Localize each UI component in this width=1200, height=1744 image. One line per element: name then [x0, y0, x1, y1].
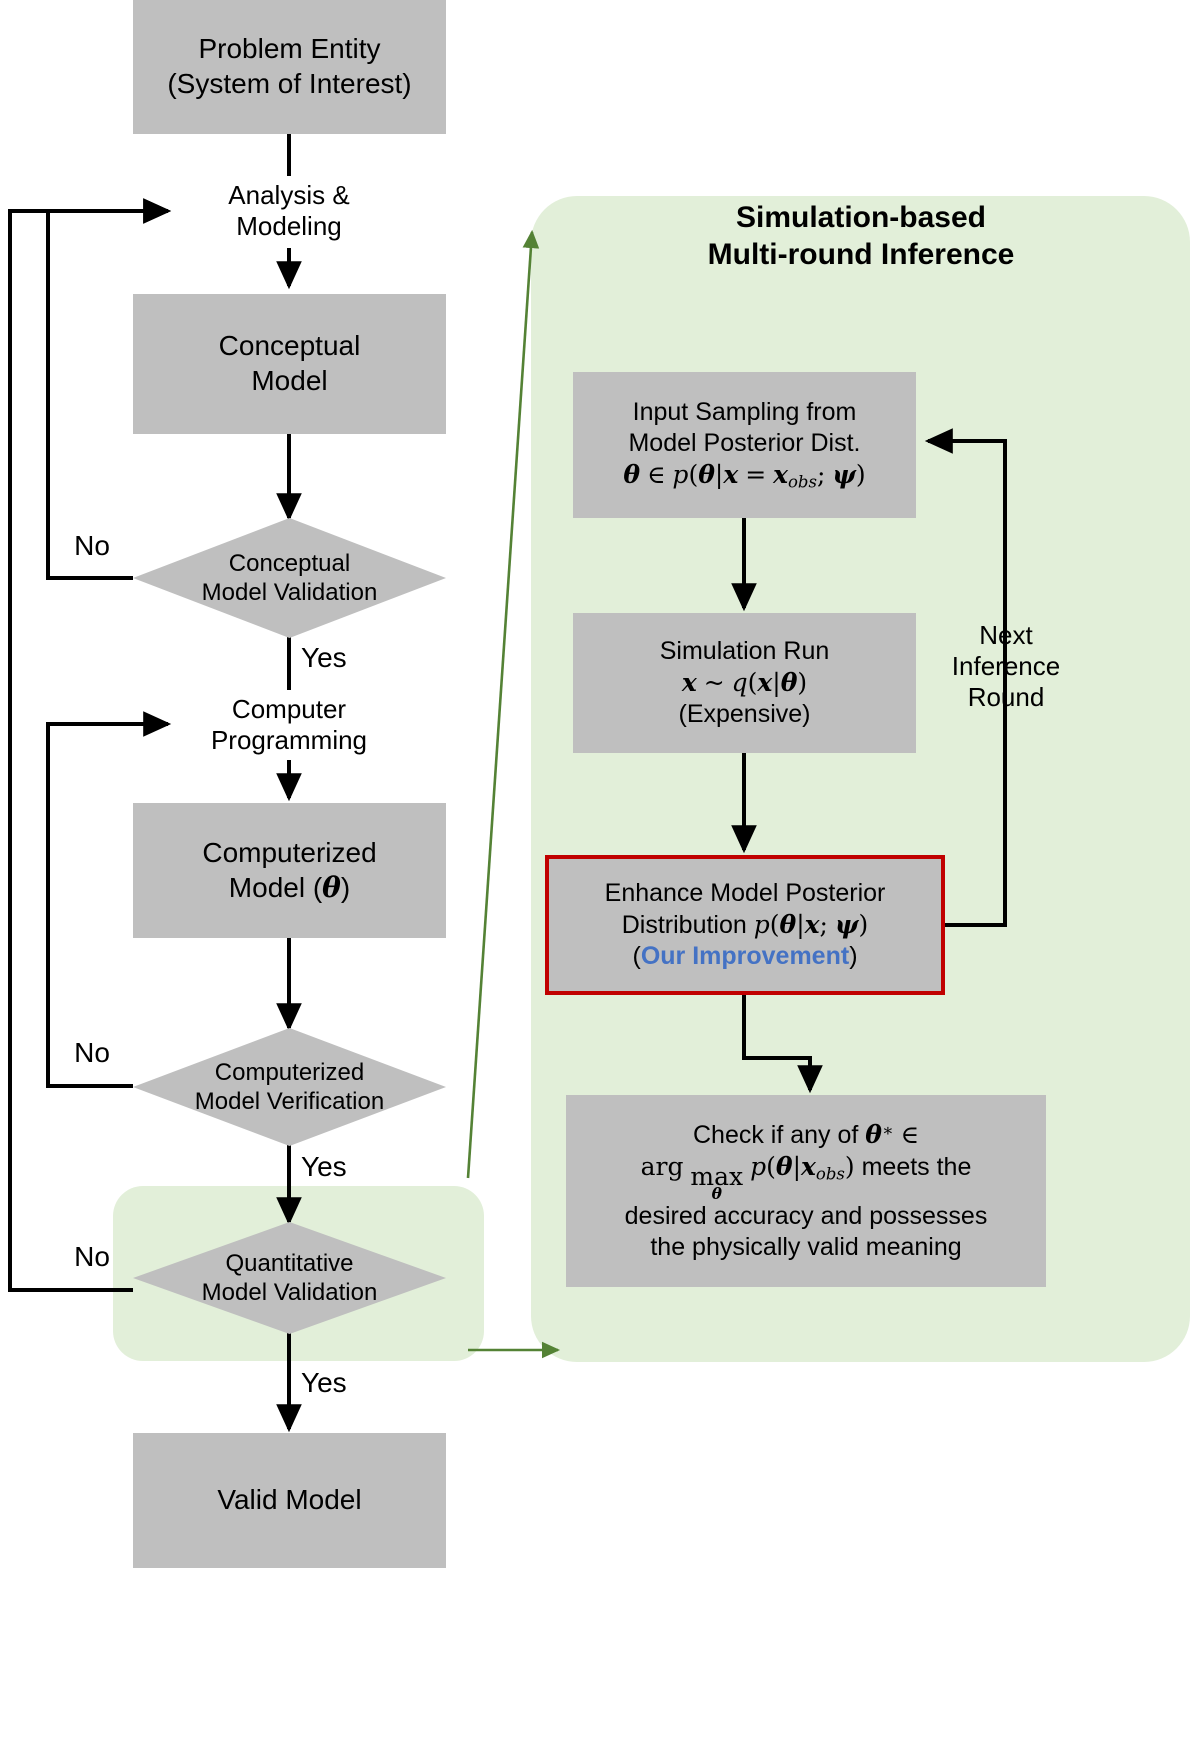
analysis-modeling-edge-label: Analysis & Modeling — [228, 180, 350, 242]
simulation-run-line1: Simulation Run — [659, 637, 830, 665]
input-sampling-line1: Input Sampling from — [632, 397, 857, 426]
quantitative-validation-line1: Quantitative — [225, 1249, 354, 1277]
conceptual-validation-line2: Model Validation — [201, 579, 378, 606]
computerized-verification-line1: Computerized — [214, 1058, 365, 1086]
quantitative-validation-yes-label: Yes — [301, 1367, 347, 1398]
paren-open: ( — [632, 942, 641, 970]
simulation-panel-title-line1: Simulation-based — [735, 201, 987, 234]
problem-entity-line2: (System of Interest) — [167, 68, 412, 99]
computerized-model-theta: θ — [322, 870, 341, 904]
computerized-verification-line2: Model Verification — [194, 1088, 385, 1115]
problem-entity-line1: Problem Entity — [198, 33, 381, 65]
computerized-model-line2: Model (θ) — [139, 871, 440, 906]
valid-model-box: Valid Model — [133, 1433, 446, 1568]
computerized-model-prefix: Model ( — [228, 871, 323, 903]
check-criteria-line4: the physically valid meaning — [650, 1233, 962, 1262]
simulation-run-formula: x ~ q(x|θ) — [681, 668, 808, 697]
simulation-run-line3: (Expensive) — [678, 700, 811, 728]
check-criteria-line1-prefix: Check if any of — [692, 1120, 866, 1149]
conceptual-validation-no-label: No — [74, 530, 110, 561]
enhance-posterior-line1: Enhance Model Posterior — [604, 879, 886, 907]
enhance-posterior-line2-prefix: Distribution — [621, 911, 754, 939]
conceptual-model-line2: Model — [251, 365, 328, 396]
next-inference-round-label: Next Inference Round — [951, 620, 1061, 713]
computerized-model-suffix: ) — [340, 871, 351, 903]
computerized-model-line1: Computerized — [202, 836, 377, 868]
simulation-panel-title-line2: Multi-round Inference — [707, 237, 1015, 271]
valid-model-label: Valid Model — [217, 1484, 362, 1516]
input-sampling-line2: Model Posterior Dist. — [628, 428, 861, 457]
input-sampling-box: Input Sampling from Model Posterior Dist… — [573, 372, 916, 518]
check-criteria-line2-suffix: meets the — [854, 1152, 972, 1181]
enhance-posterior-box: Enhance Model Posterior Distribution p(θ… — [545, 855, 945, 995]
simulation-panel-title: Simulation-based Multi-round Inference — [561, 200, 1161, 273]
input-sampling-formula: θ ∈ p(θ|x = xobs; ψ) — [623, 459, 866, 492]
conceptual-model-line1: Conceptual — [218, 330, 361, 362]
quantitative-validation-no-label: No — [74, 1241, 110, 1272]
paren-close: ) — [849, 942, 858, 970]
enhance-posterior-line2: Distribution p(θ|x; ψ) — [621, 910, 869, 939]
conceptual-validation-line1: Conceptual — [228, 549, 351, 577]
simulation-run-box: Simulation Run x ~ q(x|θ) (Expensive) — [573, 613, 916, 753]
our-improvement-highlight: Our Improvement — [640, 942, 850, 970]
check-criteria-line1: Check if any of θ∗ ∈ — [692, 1119, 920, 1149]
quantitative-validation-line2: Model Validation — [201, 1279, 378, 1306]
computerized-model-box: Computerized Model (θ) — [133, 803, 446, 938]
problem-entity-box: Problem Entity (System of Interest) — [133, 0, 446, 134]
computerized-verification-yes-label: Yes — [301, 1151, 347, 1182]
enhance-posterior-line3: (Our Improvement) — [555, 941, 935, 972]
conceptual-validation-yes-label: Yes — [301, 642, 347, 673]
computer-programming-edge-label: Computer Programming — [210, 694, 368, 756]
conceptual-model-box: Conceptual Model — [133, 294, 446, 434]
computerized-verification-no-label: No — [74, 1037, 110, 1068]
check-criteria-line3: desired accuracy and possesses — [624, 1202, 988, 1231]
